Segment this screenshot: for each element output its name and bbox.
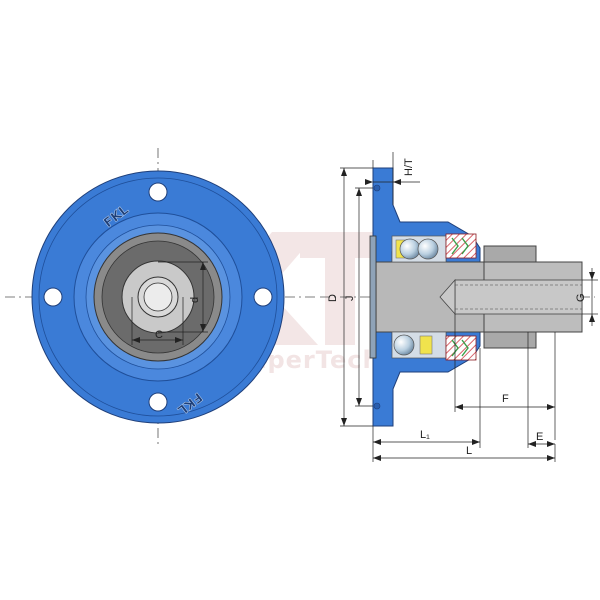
bearing-row-lower bbox=[391, 331, 477, 361]
ball-lower-left bbox=[393, 334, 415, 356]
dimension-HT-label: H/T bbox=[403, 158, 415, 176]
dimension-J: J bbox=[344, 187, 373, 407]
ball-upper-left bbox=[399, 238, 421, 260]
threaded-bore bbox=[439, 278, 583, 316]
mount-hole-left bbox=[43, 287, 63, 307]
flange-rim bbox=[38, 177, 278, 417]
bearing-row-upper bbox=[391, 233, 477, 263]
section-view: D J H/T G bbox=[320, 152, 598, 462]
dimension-d-label: d bbox=[189, 297, 201, 303]
dimension-G-label: G bbox=[575, 293, 587, 302]
dimension-c-label: C bbox=[155, 329, 163, 341]
dimension-F-label: F bbox=[502, 393, 509, 405]
mount-hole-bottom bbox=[148, 392, 168, 412]
mount-hole-right bbox=[253, 287, 273, 307]
dimension-L1-label: L₁ bbox=[420, 429, 430, 441]
dimension-F: F bbox=[454, 314, 556, 440]
mount-hole-top bbox=[148, 182, 168, 202]
seal-lower bbox=[445, 335, 477, 361]
dimension-L-label: L bbox=[466, 445, 472, 457]
dimension-D: D bbox=[327, 167, 373, 427]
dimension-L1: L₁ bbox=[372, 348, 481, 462]
flange-bolt-top bbox=[373, 184, 381, 192]
dimension-d: d bbox=[158, 261, 208, 333]
front-view: FKL FKL d C bbox=[5, 148, 318, 445]
dimension-L: L bbox=[373, 444, 556, 462]
bore-center bbox=[143, 282, 173, 312]
dimension-E: E bbox=[527, 332, 555, 448]
dimension-D-label: D bbox=[327, 294, 339, 302]
dimension-J-label: J bbox=[344, 296, 356, 302]
seal-lip-upper bbox=[451, 237, 469, 255]
dimension-HT: H/T bbox=[365, 152, 420, 205]
dimension-G: G bbox=[575, 268, 598, 326]
seal-lip-lower bbox=[451, 339, 469, 357]
ball-upper-right bbox=[417, 238, 439, 260]
watermark-t-mark bbox=[300, 232, 380, 345]
dimension-c: C bbox=[131, 297, 184, 345]
dimension-E-label: E bbox=[536, 431, 543, 443]
end-cover bbox=[369, 235, 377, 359]
cage-lower-left bbox=[419, 335, 433, 355]
flange-bolt-bottom bbox=[373, 402, 381, 410]
seal-upper bbox=[445, 233, 477, 259]
